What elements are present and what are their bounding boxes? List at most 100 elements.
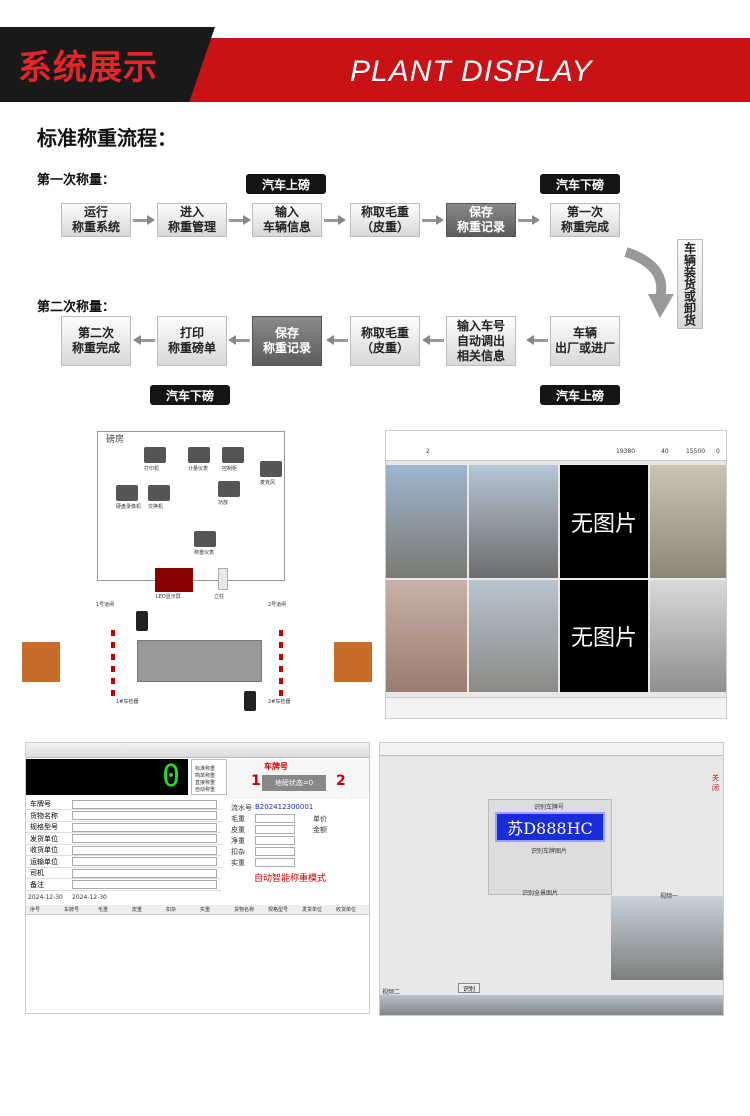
field-row[interactable]: 收货单位 bbox=[26, 845, 221, 856]
field-input[interactable] bbox=[72, 845, 217, 855]
flow-arrow-left-icon bbox=[526, 335, 534, 345]
flow-arrow-right-icon bbox=[243, 215, 251, 225]
field-label: 货物名称 bbox=[30, 811, 58, 820]
field-row[interactable]: 规格型号 bbox=[26, 822, 221, 833]
date-filter[interactable]: 2024-12-30 2024-12-30 bbox=[28, 894, 107, 901]
table-header-cell: 皮重 bbox=[132, 907, 143, 913]
flow-step-6: 第一次 称重完成 bbox=[550, 203, 620, 237]
field-label: 收货单位 bbox=[30, 846, 58, 854]
flow2-step-2: 输入车号 自动调出 相关信息 bbox=[446, 316, 516, 366]
camera-1[interactable] bbox=[386, 465, 467, 578]
system-diagram: 磅房 打印机计量仪表控制柜硬盘录像机交换机功放麦克风称重仪表 LED显示屏 立柱… bbox=[22, 427, 374, 717]
camera-4[interactable] bbox=[386, 580, 467, 692]
field-input[interactable] bbox=[72, 822, 217, 832]
flow2-arrow-shaft bbox=[534, 339, 548, 342]
barrier-gate-2 bbox=[279, 630, 283, 696]
weight-input[interactable] bbox=[255, 825, 295, 834]
flow-arrow-left-icon bbox=[228, 335, 236, 345]
scale-status: 地磅状态=0 bbox=[262, 775, 326, 791]
table-header-cell: 发货单位 bbox=[302, 907, 323, 913]
no-image-1: 无图片 bbox=[560, 465, 648, 578]
device-8 bbox=[194, 531, 216, 547]
monitor-screen: 2 19380 40 15500 0 无图片 无图片 bbox=[385, 430, 727, 719]
device-label-5: 交换机 bbox=[148, 504, 164, 510]
barrier-gate-1 bbox=[111, 630, 115, 696]
left-label-0: 1号道闸 bbox=[96, 602, 115, 608]
field-row[interactable]: 发货单位 bbox=[26, 834, 221, 845]
camera-6[interactable] bbox=[650, 580, 726, 692]
camera-3[interactable] bbox=[650, 465, 726, 578]
flow2-step-3: 称取毛重 （皮重） bbox=[350, 316, 420, 366]
field-input[interactable] bbox=[72, 868, 217, 878]
table-header-cell: 扣杂 bbox=[166, 907, 177, 913]
device-label-7: 麦克风 bbox=[260, 480, 276, 486]
lane-1-number: 1 bbox=[251, 773, 261, 789]
field-row[interactable]: 司机 bbox=[26, 868, 221, 879]
field-input[interactable] bbox=[72, 799, 217, 809]
flow-step-4: 称取毛重 （皮重） bbox=[350, 203, 420, 237]
field-row[interactable]: 货物名称 bbox=[26, 811, 221, 822]
banner-title-en: PLANT DISPLAY bbox=[350, 55, 593, 88]
weight-input[interactable] bbox=[255, 847, 295, 856]
table-header-cell: 收货单位 bbox=[336, 907, 357, 913]
device-7 bbox=[260, 461, 282, 477]
side-box-loading: 车辆装货或卸货 bbox=[677, 239, 703, 329]
recog-toolbar[interactable] bbox=[380, 743, 723, 756]
mode-option[interactable]: 标准称重 bbox=[195, 766, 216, 772]
plate-section: 识别车牌号 苏D888HC 识别车牌图片 bbox=[488, 799, 612, 895]
pillar-label: 立柱 bbox=[214, 594, 225, 600]
left-label-1: 1#车检器 bbox=[116, 699, 139, 705]
room-label: 磅房 bbox=[106, 435, 125, 445]
field-row[interactable]: 车牌号 bbox=[26, 799, 221, 810]
table-header-cell: 车牌号 bbox=[64, 907, 80, 913]
weight-input[interactable] bbox=[255, 814, 295, 823]
right-label-0: 2号道闸 bbox=[268, 602, 287, 608]
field-input[interactable] bbox=[72, 880, 217, 889]
truck-right bbox=[334, 642, 372, 682]
flow-arrow-left-icon bbox=[326, 335, 334, 345]
field-row[interactable]: 运输单位 bbox=[26, 857, 221, 868]
weight-label: 实重 bbox=[231, 859, 245, 867]
field-label: 司机 bbox=[30, 869, 44, 877]
field-label: 车牌号 bbox=[30, 800, 51, 808]
mode-option[interactable]: 自动称重 bbox=[195, 787, 216, 793]
field-input[interactable] bbox=[72, 857, 217, 866]
flow-step-5: 保存 称重记录 bbox=[446, 203, 516, 237]
field-input[interactable] bbox=[72, 811, 217, 820]
windows-taskbar[interactable] bbox=[386, 697, 726, 718]
video-one[interactable] bbox=[611, 896, 723, 980]
mode-text: 自动智能称重模式 bbox=[254, 874, 327, 884]
device-1 bbox=[144, 447, 166, 463]
device-4 bbox=[116, 485, 138, 501]
mode-option[interactable]: 简单称重 bbox=[195, 773, 216, 779]
app-toolbar[interactable] bbox=[26, 743, 369, 758]
table-header-cell: 毛重 bbox=[98, 907, 109, 913]
records-table-header: 序号车牌号毛重皮重扣杂实重货物名称规格型号发货单位收货单位 bbox=[26, 905, 369, 915]
field-input[interactable] bbox=[72, 834, 217, 843]
device-3 bbox=[222, 447, 244, 463]
field-row[interactable]: 备注 bbox=[26, 880, 221, 891]
monitor-table-header: 2 19380 40 15500 0 bbox=[386, 431, 726, 461]
weight-input[interactable] bbox=[255, 858, 295, 867]
no-image-2: 无图片 bbox=[560, 580, 648, 692]
mode-option[interactable]: 直接称重 bbox=[195, 780, 216, 786]
weight-input[interactable] bbox=[255, 836, 295, 845]
camera-5[interactable] bbox=[469, 580, 558, 692]
first-weigh-label: 第一次称量： bbox=[37, 173, 116, 188]
flow-arrow-shaft bbox=[518, 219, 532, 222]
tag-truck-on-2: 汽车上磅 bbox=[540, 385, 620, 405]
flow-arrow-left-icon bbox=[133, 335, 141, 345]
banner-title-cn: 系统展示 bbox=[18, 48, 158, 88]
table-header-cell: 序号 bbox=[30, 907, 41, 913]
flow2-step-5: 打印 称重磅单 bbox=[157, 316, 227, 366]
led-display bbox=[155, 568, 193, 592]
flow2-step-4: 保存 称重记录 bbox=[252, 316, 322, 366]
device-label-3: 控制柜 bbox=[222, 466, 238, 472]
close-button[interactable]: 关闭 bbox=[712, 774, 719, 792]
camera-2[interactable] bbox=[469, 465, 558, 578]
traffic-light-1 bbox=[136, 611, 148, 631]
device-label-1: 打印机 bbox=[144, 466, 160, 472]
recognize-button[interactable]: 识别 bbox=[458, 983, 480, 993]
tag-truck-on-1: 汽车上磅 bbox=[246, 174, 326, 194]
field-label: 规格型号 bbox=[30, 823, 58, 831]
